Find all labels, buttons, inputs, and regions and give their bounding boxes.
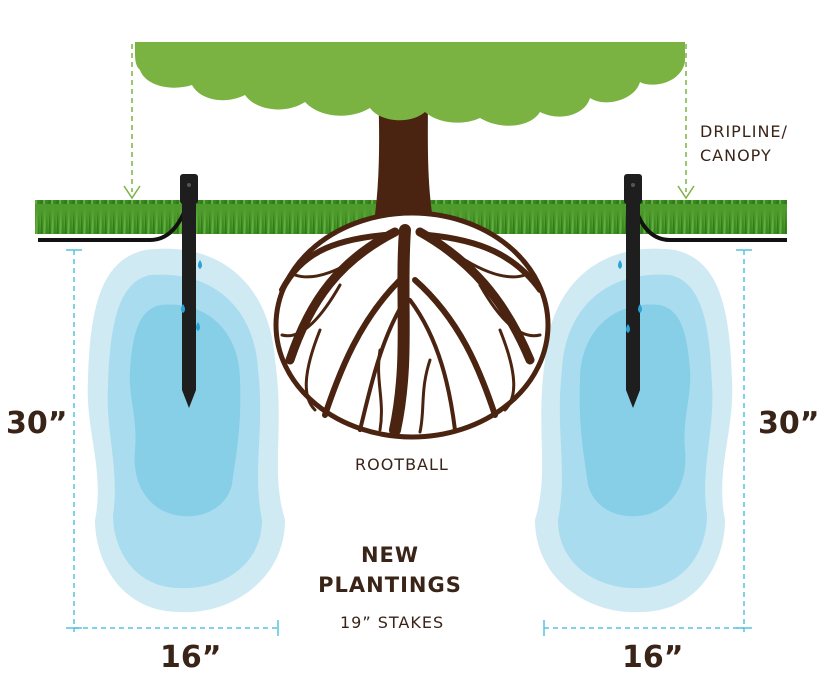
dimension-line-width-right (543, 620, 744, 636)
dimension-line-depth-right (736, 249, 752, 632)
depth-label-left: 30” (6, 406, 68, 441)
water-drop-icon (181, 260, 642, 333)
subtitle-stakes: 19” STAKES (340, 613, 445, 632)
tree-canopy-icon (134, 42, 685, 126)
rootball-icon (273, 210, 551, 440)
title-line2: PLANTINGS (318, 573, 462, 597)
dripline-label-line1: DRIPLINE/ (700, 122, 788, 141)
title-line1: NEW (360, 543, 420, 567)
tree-trunk (372, 88, 436, 235)
width-label-left: 16” (160, 640, 222, 675)
drip-stake-icon (624, 174, 642, 408)
water-zone-right (535, 248, 733, 613)
dripline-arrow-left (123, 44, 141, 200)
water-inner-left (129, 304, 241, 517)
dimension-line-width-left (74, 620, 279, 636)
depth-label-right: 30” (758, 406, 820, 441)
water-zone-left (87, 248, 286, 613)
drip-stake-icon (180, 174, 198, 408)
rootball-label: ROOTBALL (355, 455, 449, 474)
width-label-right: 16” (622, 640, 684, 675)
dimension-line-depth-left (66, 249, 82, 632)
dripline-arrow-right (677, 44, 695, 200)
water-inner-right (579, 304, 691, 517)
dripline-label-line2: CANOPY (700, 146, 772, 165)
